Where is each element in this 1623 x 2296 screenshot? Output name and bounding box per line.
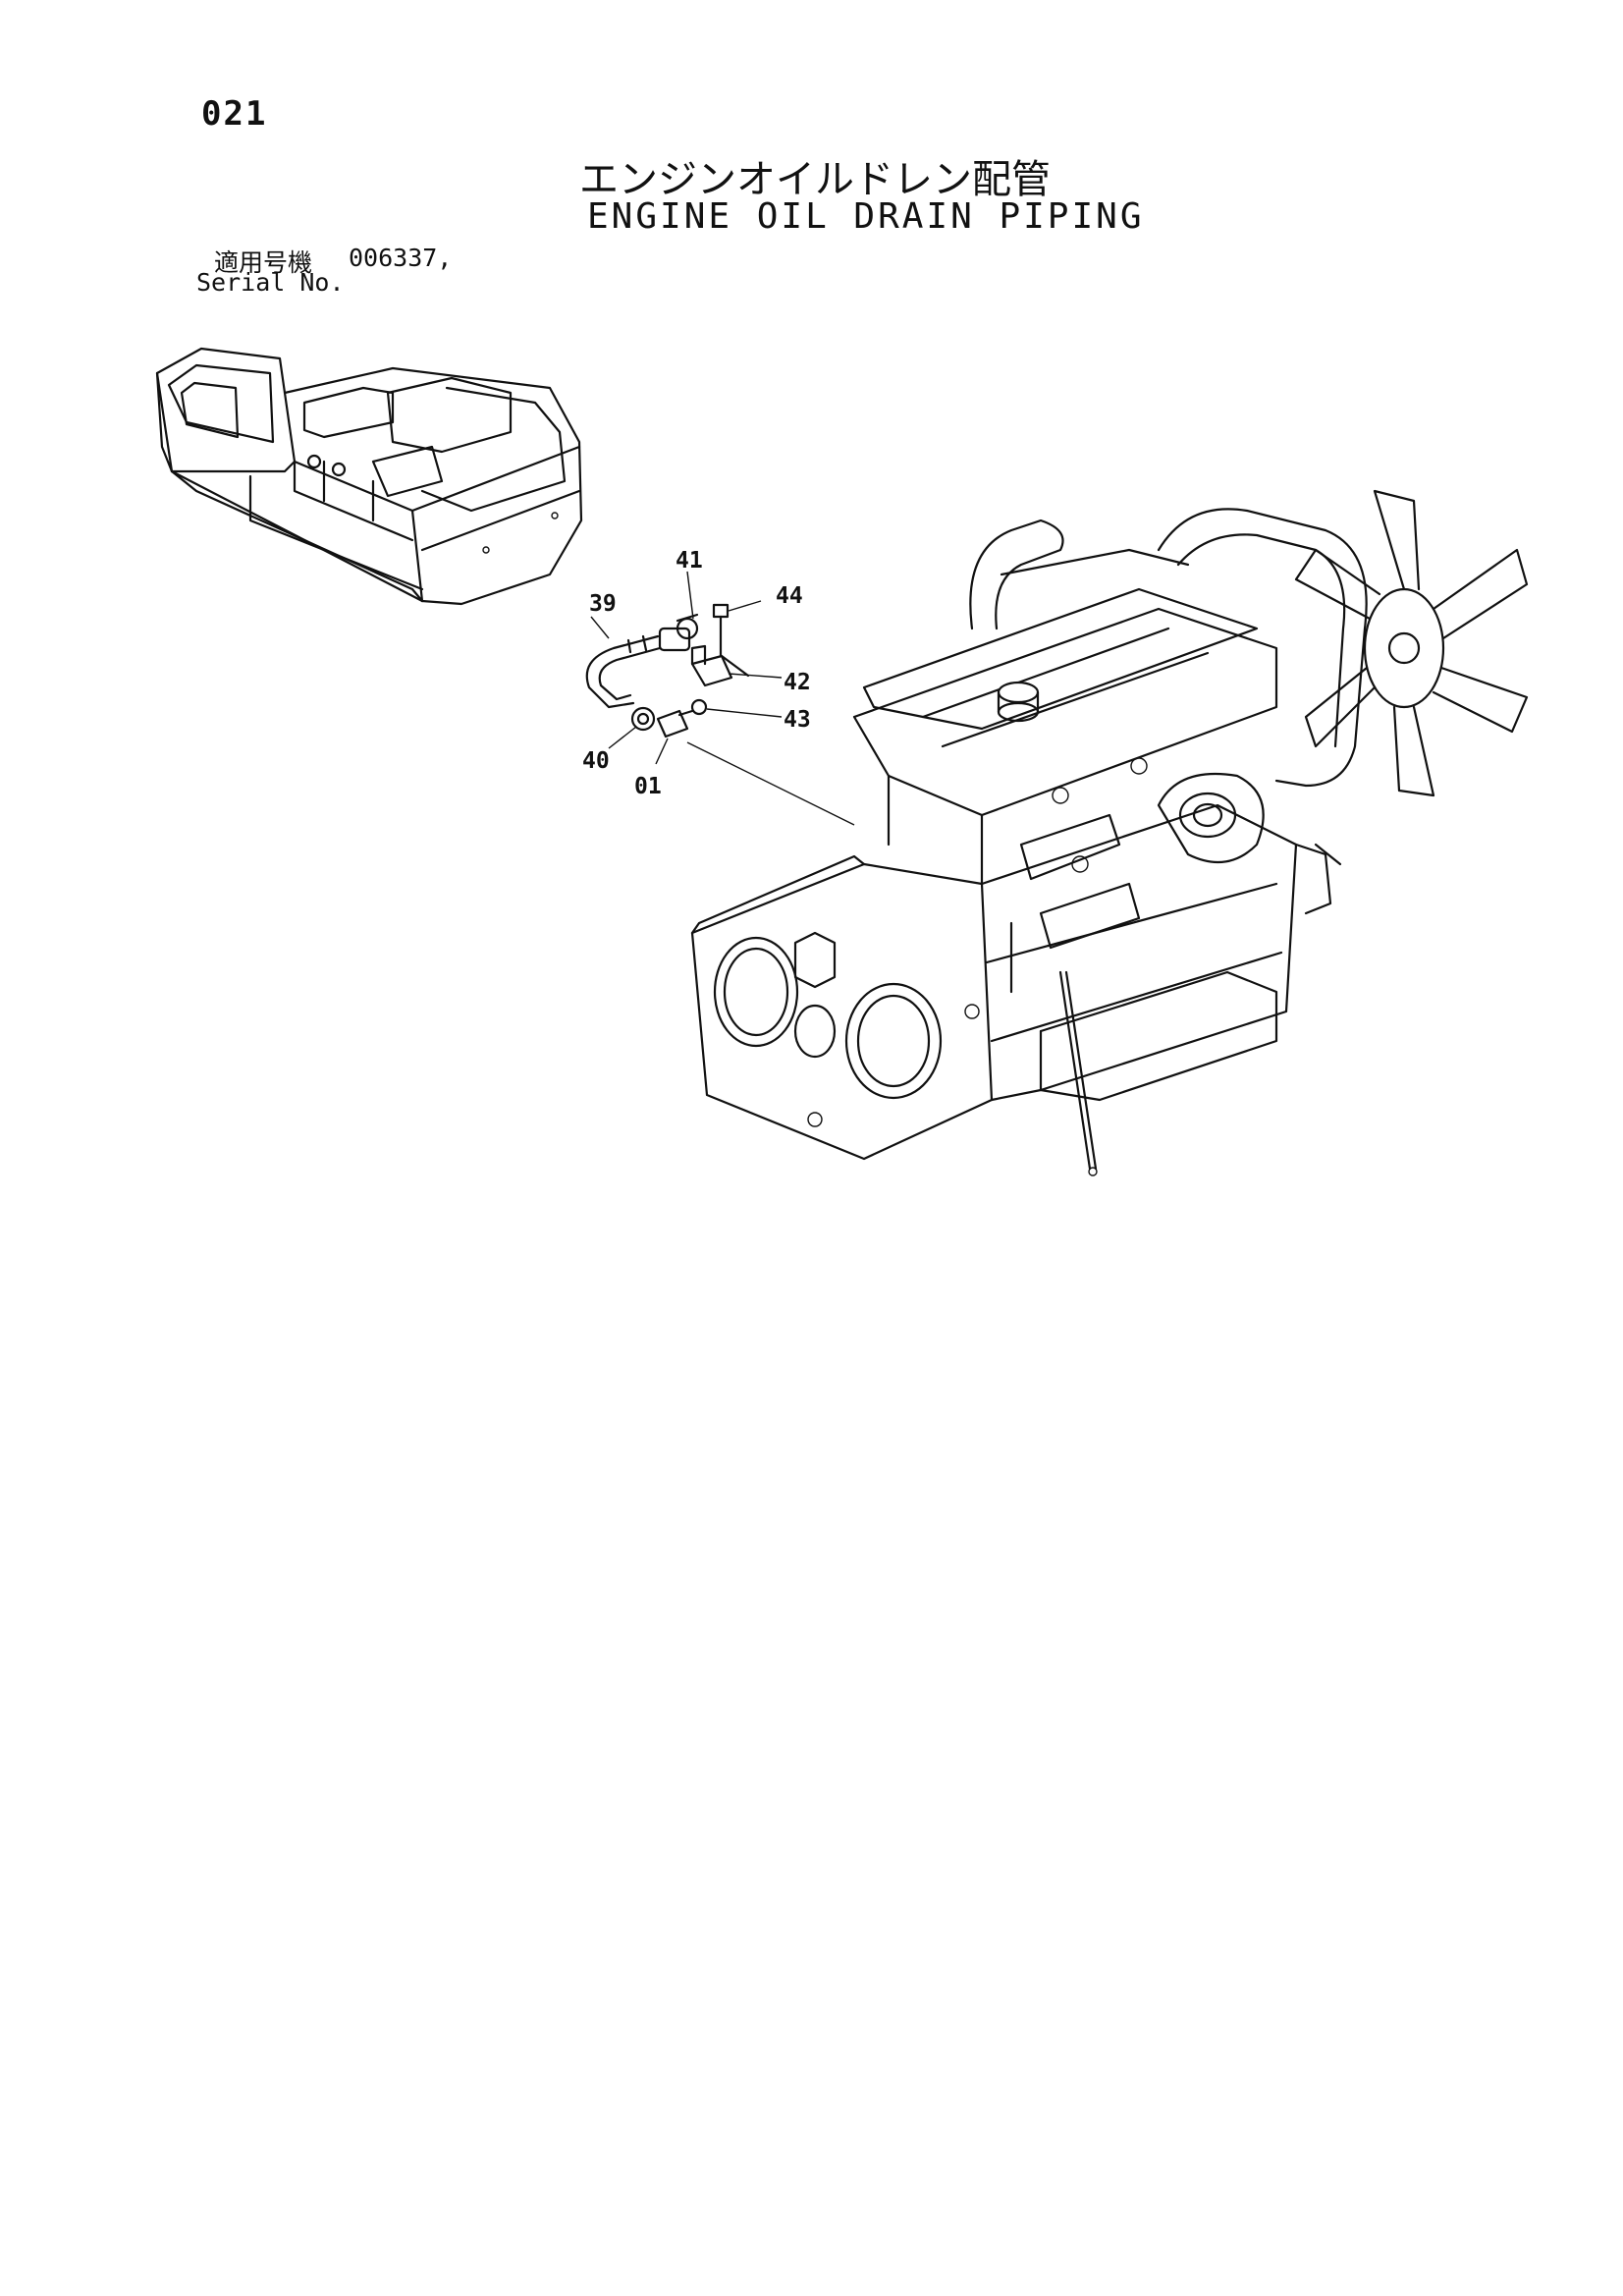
elbow-fitting-part-41 [658,613,699,652]
cooling-fan [1294,489,1529,797]
drain-hose-part-39 [585,634,662,709]
title-japanese: エンジンオイルドレン配管 [579,157,1051,202]
page-number: 021 [201,94,268,134]
callout-42: 42 [784,670,811,695]
callout-41: 41 [676,548,703,574]
adapter-part-01 [656,709,694,738]
callout-40: 40 [582,748,610,774]
serial-label-japanese: 適用号機 [214,248,313,277]
callout-01: 01 [634,774,662,799]
callout-44: 44 [776,583,803,609]
nut-part-43 [690,698,708,716]
bracket-part-42 [690,644,750,687]
title-english: ENGINE OIL DRAIN PIPING [587,196,1145,237]
serial-number: 006337, [349,244,453,272]
leader-lines [590,571,855,826]
excavator-locator-diagram [155,347,583,606]
clamp-part-40 [630,706,656,732]
engine-assembly-diagram [690,489,1529,1176]
callout-labels: 39 41 44 42 43 40 01 [582,548,811,799]
callout-43: 43 [784,707,811,733]
callout-39: 39 [589,591,617,617]
serial-label-english: Serial No. [196,268,345,297]
